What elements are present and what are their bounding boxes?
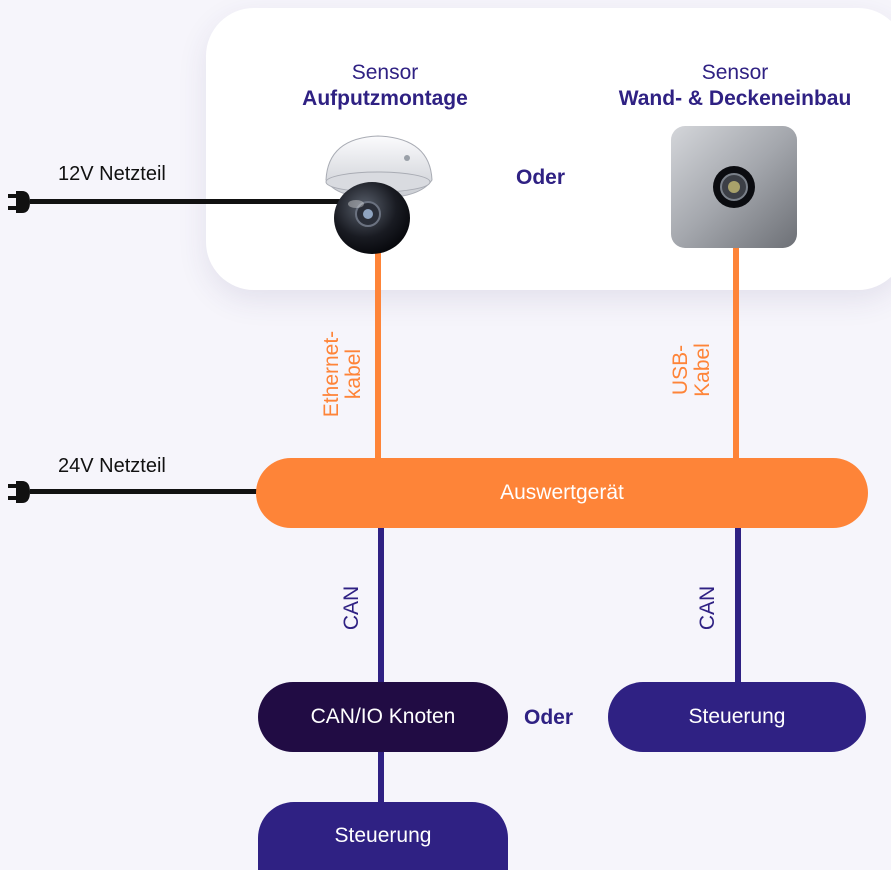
power-cable-24v xyxy=(30,489,270,494)
power-plug-icon xyxy=(8,191,30,213)
sensor-flush-line1: Sensor xyxy=(701,61,769,84)
psu-12v-label: 12V Netzteil xyxy=(58,163,166,185)
ethernet-label-line1: Ethernet- xyxy=(320,330,343,418)
can-right-label: CAN xyxy=(696,585,719,631)
oder-bottom-label: Oder xyxy=(524,706,574,729)
can-cable-right xyxy=(735,522,741,688)
can-io-node: CAN/IO Knoten xyxy=(258,682,508,752)
sensor-surface-title: Sensor Aufputzmontage xyxy=(255,60,515,112)
can-cable-left xyxy=(378,522,384,822)
power-plug-icon xyxy=(8,481,30,503)
flush-camera-icon xyxy=(671,126,797,248)
sensor-flush-title: Sensor Wand- & Deckeneinbau xyxy=(595,60,875,112)
usb-label-line1: USB- xyxy=(669,344,692,396)
control-unit-bottom: Steuerung xyxy=(258,802,508,870)
ethernet-label-line2: kabel xyxy=(342,348,365,400)
sensor-flush-line2: Wand- & Deckeneinbau xyxy=(618,87,852,110)
control-unit-right: Steuerung xyxy=(608,682,866,752)
ethernet-cable-label: Ethernet- kabel xyxy=(320,314,365,434)
psu-24v-label: 24V Netzteil xyxy=(58,455,166,477)
dome-camera-icon xyxy=(325,135,433,254)
sensor-surface-line1: Sensor xyxy=(351,61,419,84)
sensor-surface-line2: Aufputzmontage xyxy=(302,87,468,110)
usb-label-line2: Kabel xyxy=(691,343,714,397)
ethernet-cable xyxy=(375,248,381,464)
oder-top-label: Oder xyxy=(516,166,566,189)
usb-cable-label: USB- Kabel xyxy=(669,330,714,410)
usb-cable xyxy=(733,240,739,464)
can-left-label: CAN xyxy=(340,585,363,631)
evaluation-unit: Auswertgerät xyxy=(256,458,868,528)
power-cable-12v xyxy=(30,199,348,204)
